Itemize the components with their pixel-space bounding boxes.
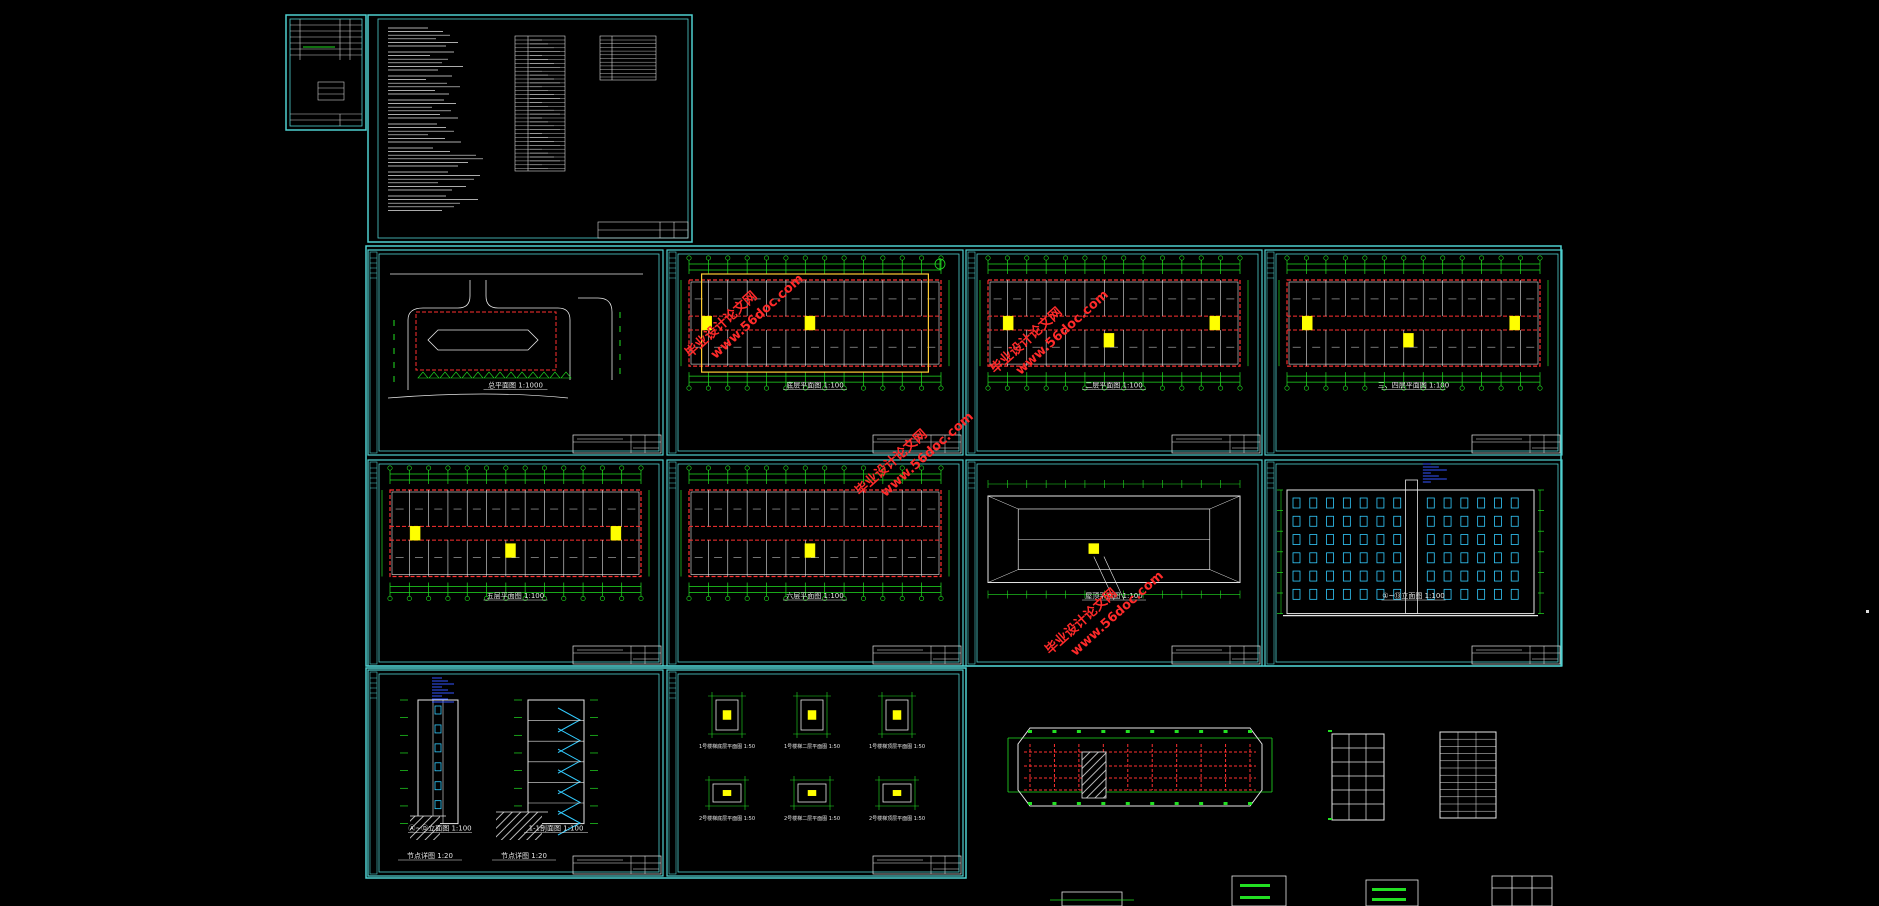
stair-caption: 1号楼梯二层平面图 1:50 [784, 743, 840, 750]
sheet-caption: 节点详图 1:20 [407, 851, 453, 860]
sheet-cover[interactable] [285, 14, 367, 131]
sheet-front-elevation[interactable]: ①~⑬立面图 1:100 [1264, 459, 1563, 667]
sheet-fifth-floor-plan[interactable]: 五层平面图 1:100 [367, 459, 664, 667]
sheet-first-floor-plan[interactable]: 底层平面图 1:100 [666, 249, 964, 456]
sheet-second-floor-plan[interactable]: 二层平面图 1:100 [965, 249, 1263, 456]
sheet-typical-floor-plan[interactable]: 三、四层平面图 1:100 [1264, 249, 1563, 456]
sheet-caption: ①~⑬立面图 1:100 [1382, 591, 1445, 600]
beam-table[interactable] [1328, 730, 1385, 821]
sheet-caption: 屋顶平面图 1:100 [1085, 592, 1142, 600]
cursor-mark [1866, 610, 1869, 613]
sheet-design-notes[interactable] [367, 14, 693, 243]
sheet-caption: 1-1剖面图 1:100 [529, 824, 584, 833]
sheet-sixth-floor-plan[interactable]: 六层平面图 1:100 [666, 459, 964, 667]
stair-caption: 2号楼梯顶层平面图 1:50 [869, 815, 925, 822]
sheet-caption: 总平面图 1:1000 [488, 380, 543, 389]
sheet-caption: 二层平面图 1:100 [1085, 381, 1142, 389]
sheet-roof-plan[interactable]: 屋顶平面图 1:100 [965, 459, 1263, 667]
sheet-caption: 节点详图 1:20 [501, 851, 547, 860]
stair-caption: 1号楼梯底层平面图 1:50 [699, 743, 755, 750]
sheet-site-plan[interactable]: 总平面图 1:1000 [367, 249, 664, 456]
partial-drawings-bottom[interactable] [1050, 875, 1553, 906]
stair-caption: 1号楼梯顶层平面图 1:50 [869, 743, 925, 750]
sheet-caption: 六层平面图 1:100 [786, 591, 843, 600]
sheet-caption: 底层平面图 1:100 [786, 380, 843, 389]
sheet-stair-details[interactable]: 1号楼梯底层平面图 1:50 1号楼梯二层平面图 1:50 1号楼梯顶层平面图 1:… [666, 669, 964, 877]
structural-plan[interactable] [1007, 727, 1273, 807]
load-table[interactable] [1439, 731, 1497, 819]
stair-caption: 2号楼梯底层平面图 1:50 [699, 815, 755, 822]
sheet-side-elevation-section[interactable]: Ⓐ~Ⓓ立面图 1:100 1-1剖面图 1:100 节点详图 1:20 节点详图 1:… [367, 669, 664, 877]
sheet-caption: 五层平面图 1:100 [487, 592, 544, 600]
sheet-caption: Ⓐ~Ⓓ立面图 1:100 [408, 824, 471, 833]
sheet-caption: 三、四层平面图 1:100 [1378, 381, 1449, 389]
stair-caption: 2号楼梯二层平面图 1:50 [784, 815, 840, 822]
